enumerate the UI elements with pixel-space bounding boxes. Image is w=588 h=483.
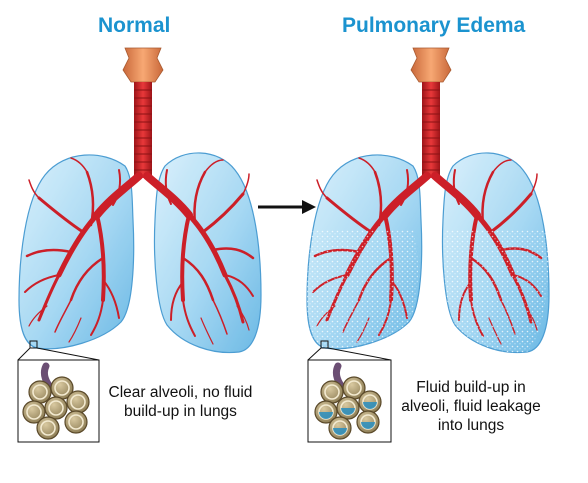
edema-lungs [307,48,549,353]
normal-alveoli-inset [17,340,100,443]
edema-caption-line2: alveoli, fluid leakage [401,398,541,415]
edema-caption: Fluid build-up in alveoli, fluid leakage… [400,378,542,435]
right-arrow-icon [258,200,316,214]
normal-caption-line1: Clear alveoli, no fluid [108,384,253,401]
normal-title: Normal [98,14,171,37]
edema-caption-line3: into lungs [437,417,505,434]
edema-title: Pulmonary Edema [342,14,526,37]
edema-alveoli-inset [307,340,392,443]
normal-caption-line2: build-up in lungs [124,403,237,420]
normal-lungs [19,48,261,353]
normal-caption: Clear alveoli, no fluid build-up in lung… [103,383,258,421]
edema-caption-line1: Fluid build-up in [416,379,526,396]
